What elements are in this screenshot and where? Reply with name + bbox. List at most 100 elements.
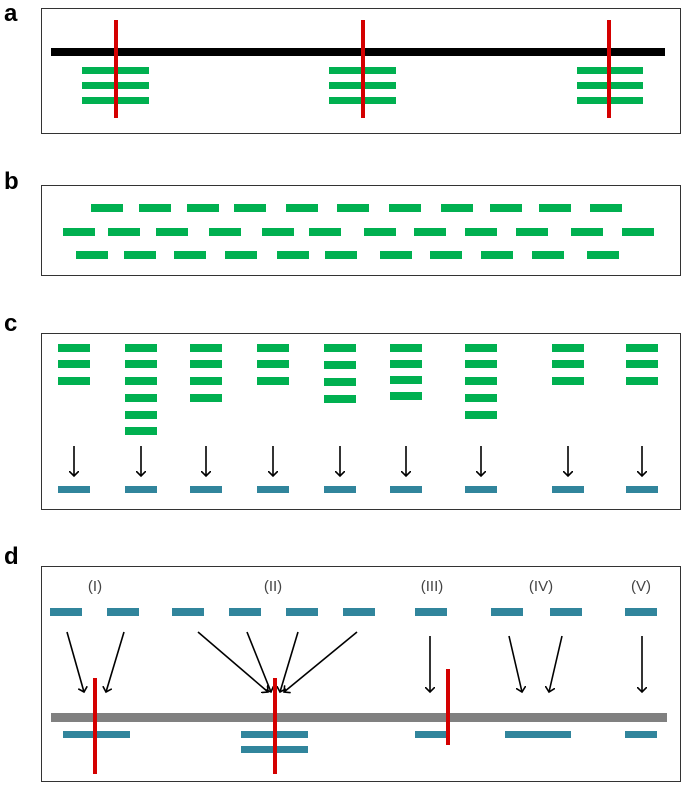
contig — [172, 608, 204, 616]
contig — [552, 486, 584, 493]
read — [139, 204, 171, 212]
contig — [343, 608, 375, 616]
group-label-i: (I) — [87, 578, 103, 595]
marker — [446, 669, 450, 745]
marker — [93, 678, 97, 774]
panel-label-c: c — [4, 310, 18, 337]
read — [414, 228, 446, 236]
read — [257, 344, 289, 352]
read — [187, 204, 219, 212]
read — [571, 228, 603, 236]
group-label-v: (V) — [631, 578, 651, 595]
arrow — [284, 631, 358, 692]
marker — [114, 20, 118, 118]
read — [390, 344, 422, 352]
read — [125, 427, 157, 435]
read — [324, 378, 356, 386]
read — [626, 344, 658, 352]
read — [465, 377, 497, 385]
read — [190, 377, 222, 385]
read — [58, 360, 90, 368]
read — [257, 360, 289, 368]
read — [234, 204, 266, 212]
read — [190, 394, 222, 402]
read — [324, 395, 356, 403]
contig — [125, 486, 157, 493]
read — [390, 376, 422, 384]
read — [174, 251, 206, 259]
read — [390, 392, 422, 400]
panel-label-a: a — [4, 0, 18, 27]
read — [125, 377, 157, 385]
marker — [273, 678, 277, 774]
read — [532, 251, 564, 259]
arrow — [280, 631, 299, 692]
read — [465, 394, 497, 402]
mapped-contig — [415, 731, 447, 738]
read — [325, 251, 357, 259]
read — [364, 228, 396, 236]
read — [156, 228, 188, 236]
contig — [625, 608, 657, 616]
read — [309, 228, 341, 236]
contig — [491, 608, 523, 616]
contig — [626, 486, 658, 493]
panel-label-d: d — [4, 543, 19, 570]
read — [125, 394, 157, 402]
read — [324, 361, 356, 369]
read — [587, 251, 619, 259]
read — [125, 360, 157, 368]
read — [465, 360, 497, 368]
read — [622, 228, 654, 236]
read — [262, 228, 294, 236]
arrow — [246, 631, 271, 692]
read — [324, 344, 356, 352]
read — [190, 360, 222, 368]
contig — [58, 486, 90, 493]
read — [389, 204, 421, 212]
read — [465, 411, 497, 419]
contig — [229, 608, 261, 616]
read — [552, 344, 584, 352]
panel-a-diagram — [51, 20, 665, 118]
contig — [550, 608, 582, 616]
read — [124, 251, 156, 259]
read — [552, 360, 584, 368]
arrow — [508, 635, 522, 692]
read — [552, 377, 584, 385]
read — [481, 251, 513, 259]
read — [277, 251, 309, 259]
panel-d-diagram — [50, 608, 667, 774]
read — [626, 360, 658, 368]
group-label-ii: (II) — [263, 578, 283, 595]
arrow — [549, 635, 563, 692]
read — [76, 251, 108, 259]
contig — [286, 608, 318, 616]
panel-c-diagram — [58, 344, 658, 493]
contig — [390, 486, 422, 493]
marker — [607, 20, 611, 118]
contig — [257, 486, 289, 493]
panel-b-diagram — [63, 204, 654, 259]
arrow — [197, 631, 268, 692]
read — [225, 251, 257, 259]
read — [125, 411, 157, 419]
contig — [324, 486, 356, 493]
read — [257, 377, 289, 385]
contig — [50, 608, 82, 616]
read — [91, 204, 123, 212]
contig — [465, 486, 497, 493]
read — [539, 204, 571, 212]
read — [626, 377, 658, 385]
group-label-iii: (III) — [420, 578, 444, 595]
mapped-contig — [625, 731, 657, 738]
read — [590, 204, 622, 212]
read — [63, 228, 95, 236]
read — [390, 360, 422, 368]
contig — [415, 608, 447, 616]
read — [465, 228, 497, 236]
arrow — [106, 631, 125, 692]
read — [380, 251, 412, 259]
panel-d-box — [41, 566, 681, 782]
